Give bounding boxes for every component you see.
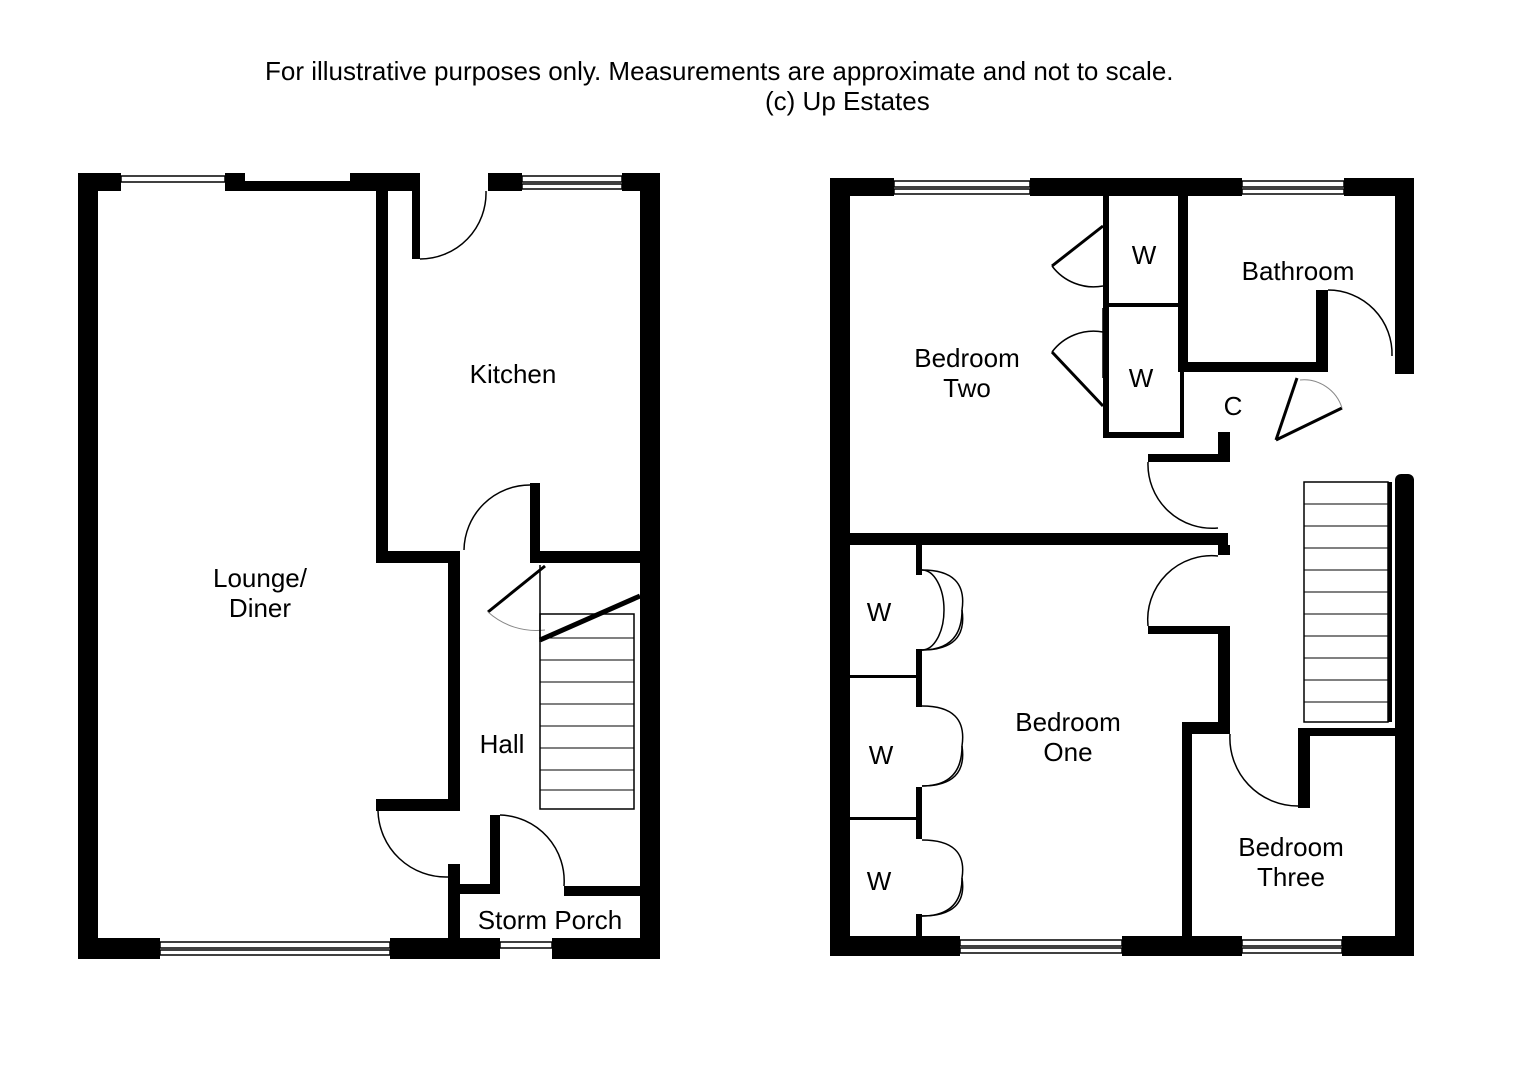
cupboard-label: C: [1224, 391, 1243, 421]
first-floor-doors: [921, 224, 1393, 917]
bedroom-two-label-line1: Bedroom: [914, 343, 1020, 373]
ground-floor-outer-walls: [78, 173, 660, 959]
ground-floor-windows: [120, 175, 623, 956]
bathroom-label: Bathroom: [1242, 256, 1355, 286]
wardrobe-label: W: [1129, 363, 1154, 393]
wardrobe-label: W: [869, 740, 894, 770]
storm-porch-label: Storm Porch: [478, 905, 623, 935]
copyright-text: (c) Up Estates: [765, 86, 930, 116]
ground-floor-plan: Lounge/ Diner Kitchen Hall Storm Porch: [78, 173, 660, 959]
wardrobe-label: W: [867, 597, 892, 627]
bedroom-one-label-line2: One: [1043, 737, 1092, 767]
first-floor-outer-walls: [830, 178, 1414, 956]
ground-floor-inner-walls: [376, 173, 645, 938]
first-floor-stairs: [1303, 481, 1392, 723]
ground-floor-doors: [377, 190, 565, 887]
bedroom-three-label-line2: Three: [1257, 862, 1325, 892]
first-floor-windows: [893, 180, 1345, 954]
first-floor-plan: Bedroom Two Bathroom Bedroom One Bedroom…: [830, 178, 1414, 956]
bedroom-one-label-line1: Bedroom: [1015, 707, 1121, 737]
wardrobe-label: W: [867, 866, 892, 896]
disclaimer-text: For illustrative purposes only. Measurem…: [265, 56, 1174, 86]
first-floor-inner-walls: [848, 196, 1398, 938]
wardrobe-label: W: [1132, 240, 1157, 270]
hall-label: Hall: [480, 729, 525, 759]
bedroom-three-label-line1: Bedroom: [1238, 832, 1344, 862]
kitchen-label: Kitchen: [470, 359, 557, 389]
ground-floor-stairs: [538, 565, 642, 810]
lounge-label-line2: Diner: [229, 593, 291, 623]
lounge-label-line1: Lounge/: [213, 563, 308, 593]
bedroom-two-label-line2: Two: [943, 373, 991, 403]
